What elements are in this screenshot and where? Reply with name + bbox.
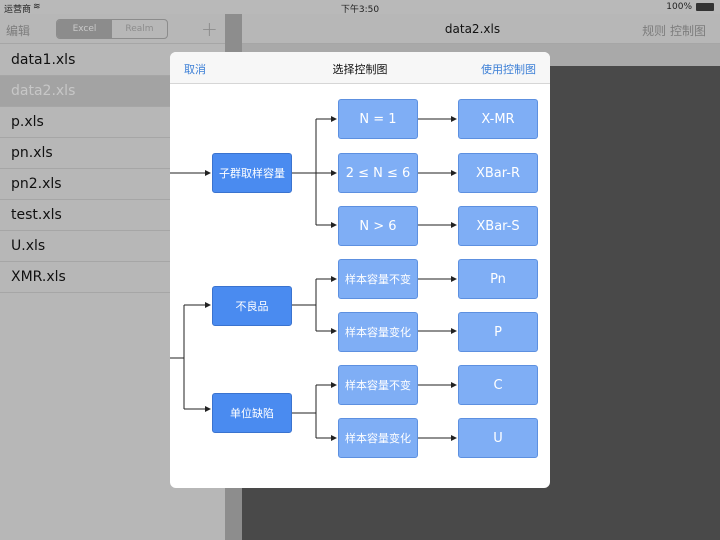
defective-node[interactable]: 不良品	[212, 286, 292, 326]
xbar-s-chart-node[interactable]: XBar-S	[458, 206, 538, 246]
file-item[interactable]: test.xls	[0, 200, 225, 231]
status-bar: 运营商 ≋ 下午3:50 100%	[0, 0, 720, 15]
sample-size-constant-node[interactable]: 样本容量不变	[338, 259, 418, 299]
source-segmented-control: Excel Realm	[56, 19, 168, 39]
control-chart-dialog: 取消 选择控制图 使用控制图	[170, 52, 550, 488]
p-chart-node[interactable]: P	[458, 312, 538, 352]
xmr-chart-node[interactable]: X-MR	[458, 99, 538, 139]
dialog-title: 选择控制图	[332, 63, 388, 76]
use-control-chart-button[interactable]: 使用控制图	[481, 63, 536, 76]
file-list: data1.xls data2.xls p.xls pn.xls pn2.xls…	[0, 45, 225, 293]
cancel-button[interactable]: 取消	[184, 63, 206, 76]
unit-defect-node[interactable]: 单位缺陷	[212, 393, 292, 433]
xbar-r-chart-node[interactable]: XBar-R	[458, 153, 538, 193]
file-item[interactable]: U.xls	[0, 231, 225, 262]
battery-icon	[696, 3, 714, 11]
add-icon[interactable]: +	[201, 17, 218, 41]
edit-button[interactable]: 编辑	[6, 24, 31, 38]
control-chart-button[interactable]: 规则 控制图	[642, 24, 706, 38]
sample-size-variable-node[interactable]: 样本容量变化	[338, 418, 418, 458]
u-chart-node[interactable]: U	[458, 418, 538, 458]
file-item[interactable]: pn.xls	[0, 138, 225, 169]
battery-percentage: 100%	[666, 2, 692, 12]
subgroup-size-node[interactable]: 子群取样容量	[212, 153, 292, 193]
file-item[interactable]: data1.xls	[0, 45, 225, 76]
n-equals-1-node[interactable]: N = 1	[338, 99, 418, 139]
segment-realm[interactable]: Realm	[125, 24, 154, 34]
carrier-label: 运营商	[4, 5, 32, 15]
pn-chart-node[interactable]: Pn	[458, 259, 538, 299]
document-title: data2.xls	[444, 22, 501, 36]
file-item[interactable]: pn2.xls	[0, 169, 225, 200]
n-2-to-6-node[interactable]: 2 ≤ N ≤ 6	[338, 153, 418, 193]
c-chart-node[interactable]: C	[458, 365, 538, 405]
segment-excel[interactable]: Excel	[57, 20, 112, 38]
left-toolbar: 编辑 Excel Realm +	[0, 14, 225, 44]
dialog-header: 取消 选择控制图 使用控制图	[170, 52, 550, 84]
sample-size-constant-node[interactable]: 样本容量不变	[338, 365, 418, 405]
n-greater-6-node[interactable]: N > 6	[338, 206, 418, 246]
document-toolbar: data2.xls 规则 控制图	[225, 14, 720, 44]
wifi-icon: ≋	[33, 2, 41, 12]
file-item[interactable]: p.xls	[0, 107, 225, 138]
sample-size-variable-node[interactable]: 样本容量变化	[338, 312, 418, 352]
file-item[interactable]: XMR.xls	[0, 262, 225, 293]
status-time: 下午3:50	[340, 5, 380, 15]
connector-lines	[170, 116, 457, 441]
